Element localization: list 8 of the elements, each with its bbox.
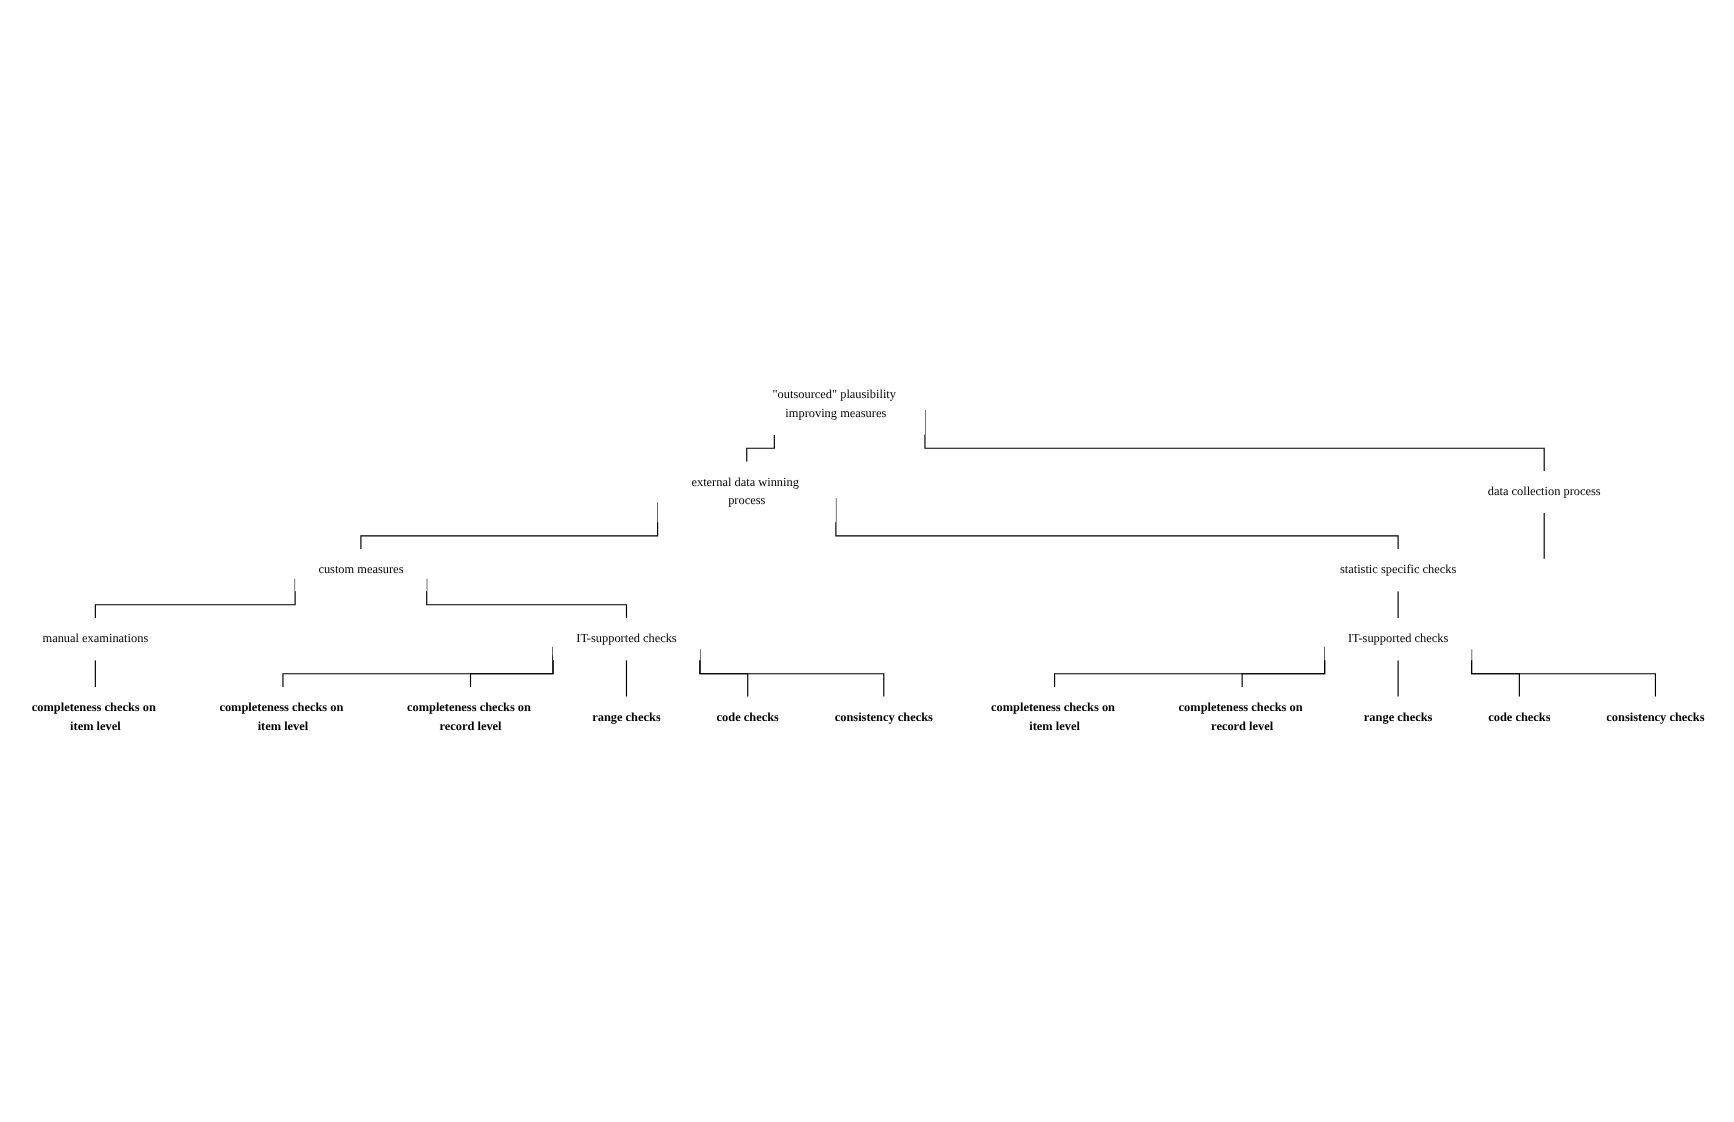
connector: [469, 654, 554, 688]
connector: [746, 434, 775, 463]
connector: [1397, 590, 1399, 619]
connector: [94, 659, 96, 688]
connector: [625, 659, 628, 698]
connector: [1241, 654, 1326, 688]
connector: [1543, 512, 1545, 560]
connector: [1397, 659, 1399, 698]
